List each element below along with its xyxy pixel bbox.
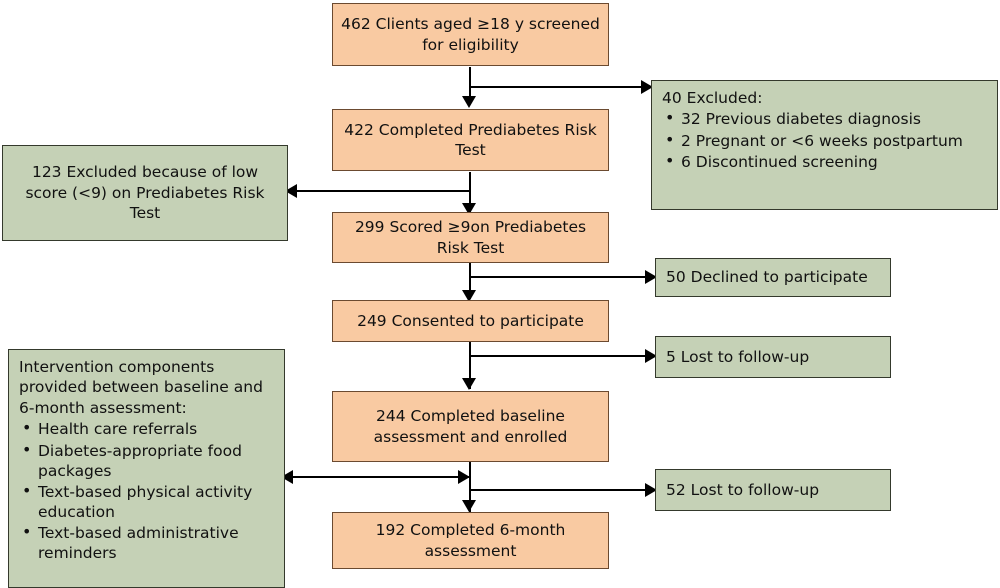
- attrition-box-declined[interactable]: 50 Declined to participate: [655, 258, 891, 297]
- intervention-components-box[interactable]: Intervention components provided between…: [8, 349, 285, 588]
- flow-node-completed-risk-test-label: 422 Completed Prediabetes Risk Test: [344, 120, 597, 159]
- flow-node-scored-9[interactable]: 299 Scored ≥9on Prediabetes Risk Test: [332, 212, 609, 263]
- arrowhead-to-excluded-box: [641, 80, 653, 94]
- attrition-box-declined-label: 50 Declined to participate: [666, 268, 868, 287]
- connector-scored-to-consented: [469, 263, 472, 299]
- intervention-components-item: Diabetes-appropriate food packages: [19, 439, 274, 481]
- connector-screened-to-excluded: [469, 86, 653, 89]
- intervention-components-list: Health care referrals Diabetes-appropria…: [19, 418, 274, 563]
- flow-node-six-month[interactable]: 192 Completed 6-month assessment: [332, 512, 609, 569]
- connector-consented-to-baseline: [469, 342, 472, 389]
- arrowhead-to-lost5-box: [645, 349, 657, 363]
- connector-intervention-double-arrow: [289, 476, 471, 479]
- flow-node-scored-9-label: 299 Scored ≥9on Prediabetes Risk Test: [354, 218, 587, 257]
- attrition-box-lost-5-label: 5 Lost to follow-up: [666, 347, 810, 366]
- flow-node-baseline-label: 244 Completed baseline assessment and en…: [373, 407, 568, 446]
- excluded-box-item: 2 Pregnant or <6 weeks postpartum: [662, 130, 987, 151]
- connector-risk-test-to-low-score: [293, 190, 471, 193]
- arrowhead-baseline-to-six-month: [462, 500, 476, 512]
- arrowhead-screened-to-risk-test: [462, 96, 476, 108]
- connector-screened-branch-vertical: [469, 67, 472, 89]
- flow-node-completed-risk-test[interactable]: 422 Completed Prediabetes Risk Test: [332, 109, 609, 171]
- attrition-box-lost-5[interactable]: 5 Lost to follow-up: [655, 336, 891, 378]
- flow-node-baseline[interactable]: 244 Completed baseline assessment and en…: [332, 391, 609, 462]
- flow-node-consented-label: 249 Consented to participate: [357, 311, 584, 330]
- flow-node-six-month-label: 192 Completed 6-month assessment: [375, 521, 566, 560]
- attrition-box-lost-52[interactable]: 52 Lost to follow-up: [655, 469, 891, 511]
- arrowhead-consented-to-baseline: [462, 378, 476, 390]
- arrowhead-scored-to-consented: [462, 290, 476, 302]
- arrowhead-from-intervention-box: [458, 470, 470, 484]
- connector-baseline-to-six-month: [469, 462, 472, 512]
- connector-risk-test-to-scored: [469, 172, 472, 214]
- attrition-box-lost-52-label: 52 Lost to follow-up: [666, 480, 820, 499]
- flow-node-screened[interactable]: 462 Clients aged ≥18 y screened for elig…: [332, 3, 609, 66]
- intervention-components-item: Text-based physical activity education: [19, 481, 274, 522]
- intervention-components-headline: Intervention components provided between…: [19, 358, 263, 417]
- low-score-exclusion-box[interactable]: 123 Excluded because of low score (<9) o…: [2, 145, 288, 241]
- low-score-exclusion-label: 123 Excluded because of low score (<9) o…: [25, 163, 265, 223]
- excluded-box-list: 32 Previous diabetes diagnosis 2 Pregnan…: [662, 108, 987, 172]
- excluded-box-item: 32 Previous diabetes diagnosis: [662, 108, 987, 129]
- excluded-box-item: 6 Discontinued screening: [662, 151, 987, 172]
- excluded-box-headline: 40 Excluded:: [662, 89, 763, 107]
- arrowhead-to-low-score-box: [285, 184, 297, 198]
- arrowhead-to-declined-box: [645, 270, 657, 284]
- excluded-box[interactable]: 40 Excluded: 32 Previous diabetes diagno…: [651, 80, 998, 210]
- intervention-components-item: Text-based administrative reminders: [19, 522, 274, 563]
- connector-scored-to-declined: [469, 276, 656, 279]
- flow-node-consented[interactable]: 249 Consented to participate: [332, 300, 609, 342]
- connector-baseline-to-lost52: [469, 489, 656, 492]
- arrowhead-to-lost52-box: [645, 483, 657, 497]
- connector-consented-to-lost5: [469, 355, 656, 358]
- intervention-components-item: Health care referrals: [19, 418, 274, 439]
- flow-node-screened-label: 462 Clients aged ≥18 y screened for elig…: [341, 15, 600, 54]
